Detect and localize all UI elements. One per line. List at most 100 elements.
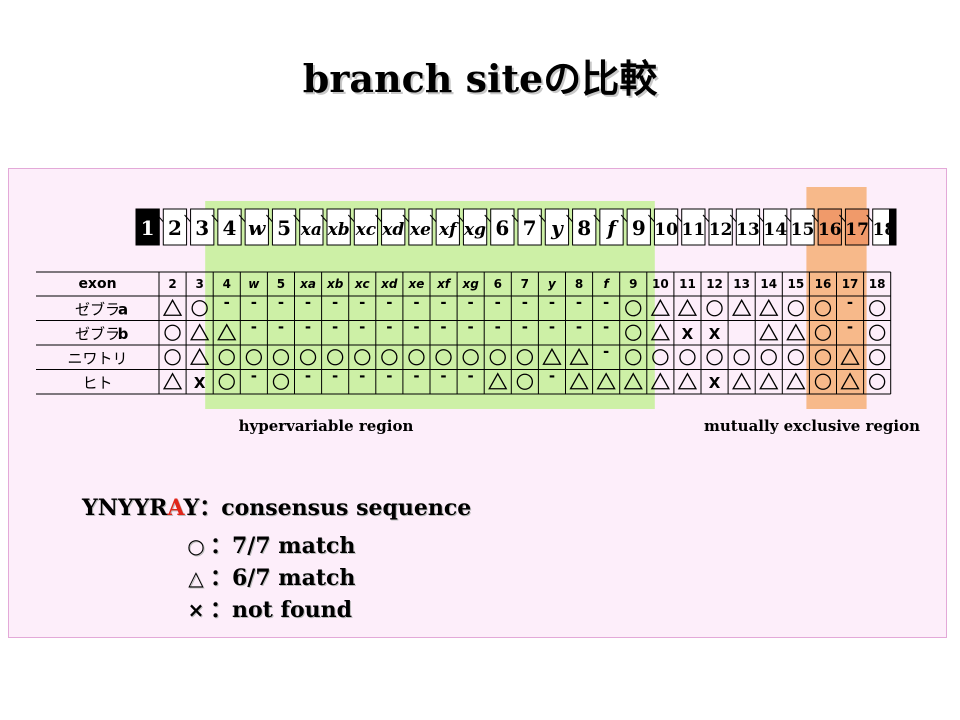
match-circle-mark	[760, 349, 777, 366]
exon-label: 6	[495, 216, 509, 240]
exon-label: 15	[791, 220, 815, 240]
no-exon-mark: -	[386, 293, 392, 311]
match-triangle-mark	[488, 372, 508, 390]
exon-box-12	[708, 208, 733, 246]
match-circle-mark	[164, 349, 181, 366]
no-exon-mark: -	[549, 367, 555, 385]
exon-label: 1	[141, 216, 155, 240]
exon-label: xe	[409, 220, 431, 240]
no-exon-mark: -	[386, 367, 392, 385]
no-exon-mark: -	[847, 293, 853, 311]
match-circle-mark	[218, 373, 235, 390]
exon-box-15	[790, 208, 815, 246]
no-exon-mark: -	[251, 318, 257, 336]
exon-box-xc	[353, 208, 379, 246]
match-circle-mark	[733, 349, 750, 366]
not-found-mark: X	[709, 374, 721, 392]
match-triangle-mark	[786, 372, 806, 390]
no-exon-mark: -	[224, 293, 230, 311]
column-header: 2	[168, 277, 176, 291]
match-circle-mark	[245, 349, 263, 366]
exon-label: 14	[763, 220, 787, 240]
match-circle-mark	[354, 349, 371, 366]
species-suffix: a	[118, 300, 128, 318]
no-exon-mark: -	[278, 293, 284, 311]
column-header: w	[248, 277, 260, 291]
table-corner-label: exon	[78, 276, 116, 292]
match-triangle-mark	[162, 298, 183, 316]
exon-box-16	[817, 208, 842, 246]
circle-symbol: ○	[187, 534, 205, 558]
column-header: 5	[277, 277, 285, 291]
exon-box-10	[653, 208, 679, 246]
cross-desc: ：not found	[210, 597, 353, 623]
match-triangle-mark	[569, 372, 589, 390]
column-header: xf	[436, 277, 452, 291]
match-triangle-mark	[677, 372, 698, 390]
legend-consensus: YNYYRAY：consensus sequence	[82, 490, 471, 522]
no-exon-mark: -	[468, 367, 474, 385]
column-header: 12	[706, 277, 723, 291]
match-circle-mark	[435, 349, 452, 366]
match-circle-mark	[272, 373, 290, 390]
exon-label: f	[605, 216, 619, 240]
species-label: ゼブラ	[75, 300, 120, 318]
column-header: 10	[652, 277, 669, 291]
exon-box-2	[162, 208, 188, 246]
match-circle-mark	[869, 300, 886, 317]
exon-label: 17	[845, 220, 869, 240]
no-exon-mark: -	[549, 318, 555, 336]
match-circle-mark	[787, 349, 804, 366]
column-header: 7	[521, 277, 529, 291]
no-exon-mark: -	[495, 318, 501, 336]
consensus-highlight: A	[167, 495, 184, 521]
exon-box-f	[599, 208, 624, 246]
column-header: 4	[223, 277, 231, 291]
consensus-suffix: Y	[183, 495, 200, 521]
match-circle-mark	[625, 349, 642, 366]
exon-label: xd	[381, 220, 404, 240]
match-circle-mark	[869, 324, 886, 341]
match-circle-mark	[326, 349, 344, 366]
exon-box-11	[681, 208, 706, 246]
exon-label: 9	[632, 216, 646, 240]
exon-label: 11	[682, 220, 706, 240]
no-exon-mark: -	[576, 293, 582, 311]
no-exon-mark: -	[251, 367, 257, 385]
exon-box-14	[763, 208, 788, 246]
match-triangle-mark	[840, 347, 860, 365]
column-header: 3	[195, 277, 203, 291]
match-circle-mark	[706, 300, 723, 317]
no-exon-mark: -	[305, 367, 311, 385]
match-triangle-mark	[650, 323, 670, 341]
column-header: 9	[629, 277, 637, 291]
match-triangle-mark	[786, 323, 806, 341]
column-header: f	[604, 277, 611, 291]
column-header: y	[548, 277, 557, 291]
match-circle-mark	[706, 349, 723, 366]
exon-box-xd	[381, 208, 406, 246]
match-circle-mark	[218, 349, 235, 366]
not-found-mark: X	[682, 325, 694, 343]
no-exon-mark: -	[413, 318, 419, 336]
cross-symbol: ×	[187, 598, 205, 622]
legend-triangle: △：6/7 match	[182, 560, 355, 592]
column-header: 16	[815, 277, 832, 291]
column-header: 18	[869, 277, 886, 291]
exon-label: 4	[223, 216, 237, 240]
match-circle-mark	[869, 349, 886, 366]
exon-box-xb	[326, 208, 351, 246]
match-triangle-mark	[569, 347, 589, 365]
match-triangle-mark	[190, 347, 210, 365]
no-exon-mark: -	[359, 318, 365, 336]
exon-label: 5	[277, 216, 291, 240]
column-header: 14	[760, 277, 777, 291]
exon-box-4	[217, 208, 242, 246]
no-exon-mark: -	[413, 293, 419, 311]
match-triangle-mark	[759, 323, 779, 341]
no-exon-mark: -	[549, 293, 555, 311]
no-exon-mark: -	[603, 342, 609, 360]
exon-box-1	[135, 208, 160, 246]
